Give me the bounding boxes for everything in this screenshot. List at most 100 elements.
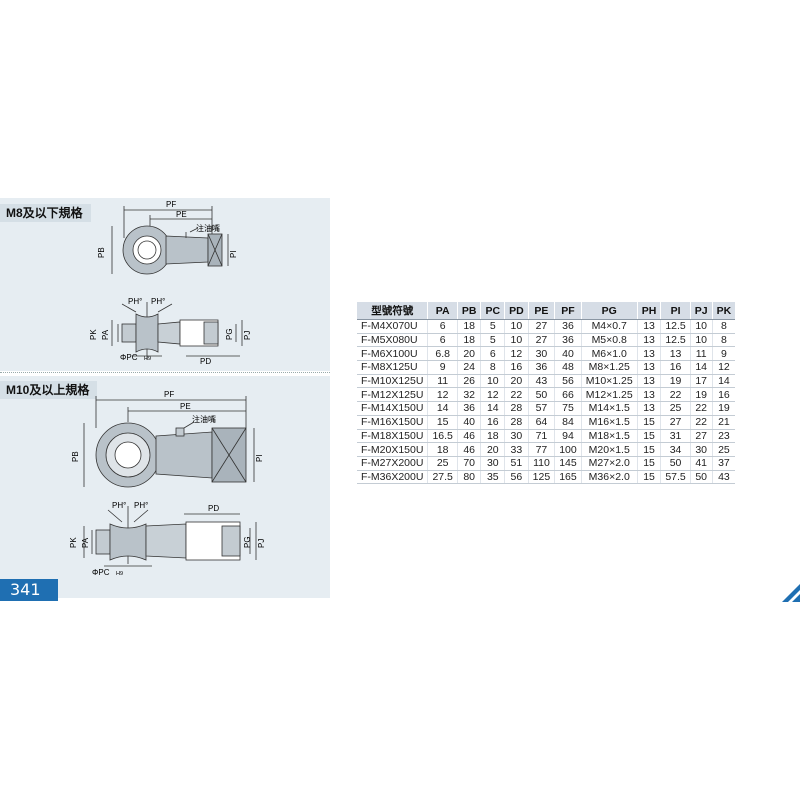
table-cell: 30 [689, 442, 713, 457]
table-cell: 8 [480, 360, 505, 375]
table-cell: 40 [554, 346, 582, 362]
large-rod-end-drawing: PF PE 注油嘴 PB PI PH° PH° PD PK PA PG PJ Φ… [69, 390, 266, 577]
table-cell: M10×1.25 [580, 374, 638, 389]
label-ph-left: PH° [112, 501, 126, 510]
table-cell: 28 [504, 415, 529, 430]
table-cell: 15 [636, 429, 661, 444]
table-cell: 35 [480, 470, 505, 485]
table-cell: 13 [636, 401, 661, 416]
label-pb: PB [97, 247, 106, 258]
table-cell: 21 [711, 415, 736, 430]
table-cell: 10 [689, 319, 713, 334]
model-code-cell: F-M10X125U [357, 374, 428, 389]
table-cell: 20 [456, 346, 481, 362]
section-title-large: M10及以上規格 [0, 381, 98, 399]
table-cell: M12×1.25 [580, 387, 638, 403]
table-cell: 22 [660, 387, 691, 403]
label-pb: PB [71, 451, 80, 462]
model-code-cell: F-M20X150U [357, 442, 428, 457]
table-cell: 14 [480, 401, 505, 416]
table-cell: 22 [504, 387, 529, 403]
table-cell: 14 [427, 401, 458, 416]
column-header: PH [636, 302, 661, 320]
table-cell: 22 [689, 415, 713, 430]
table-cell: 13 [636, 346, 661, 362]
table-cell: 25 [660, 401, 691, 416]
table-cell: 27 [660, 415, 691, 430]
label-pd: PD [200, 357, 211, 366]
table-cell: 13 [636, 333, 661, 348]
table-cell: 12 [480, 387, 505, 403]
label-pk: PK [69, 537, 78, 548]
label-pc: ΦPC [92, 568, 110, 577]
column-header: PD [504, 302, 529, 320]
table-cell: M5×0.8 [580, 333, 638, 348]
label-ph-right: PH° [151, 297, 165, 306]
table-cell: M6×1.0 [580, 346, 638, 362]
table-cell: 22 [689, 401, 713, 416]
small-rod-end-drawing: PF PE 注油嘴 PB PI PH° PH° PK PA PG PJ ΦPC … [89, 200, 252, 366]
table-cell: 57.5 [660, 470, 691, 485]
table-cell: 15 [427, 415, 458, 430]
table-cell: 6 [427, 319, 458, 334]
table-cell: M16×1.5 [580, 415, 638, 430]
table-cell: 15 [636, 415, 661, 430]
table-cell: M14×1.5 [580, 401, 638, 416]
column-header: PK [711, 302, 736, 320]
label-ph-right: PH° [134, 501, 148, 510]
table-cell: 13 [660, 346, 691, 362]
table-cell: 27 [527, 333, 555, 348]
table-cell: 50 [527, 387, 555, 403]
table-cell: 15 [636, 456, 661, 471]
table-cell: 36 [554, 319, 582, 334]
label-h9: H9 [116, 571, 123, 577]
label-h9: H9 [144, 356, 151, 362]
table-cell: 27.5 [427, 470, 458, 485]
table-cell: 11 [689, 346, 713, 362]
table-cell: 66 [554, 387, 582, 403]
column-header: PB [456, 302, 481, 320]
table-cell: 13 [636, 360, 661, 375]
label-grease-nipple: 注油嘴 [196, 223, 220, 233]
table-cell: 12 [427, 387, 458, 403]
table-cell: 77 [527, 442, 555, 457]
table-cell: 14 [711, 374, 736, 389]
table-cell: 48 [554, 360, 582, 375]
section-title-small: M8及以下規格 [0, 204, 91, 222]
table-cell: 100 [554, 442, 582, 457]
table-cell: 23 [711, 429, 736, 444]
label-pa: PA [101, 329, 110, 340]
label-pa: PA [81, 537, 90, 548]
table-cell: 51 [504, 456, 529, 471]
table-cell: 12 [711, 360, 736, 375]
model-code-cell: F-M18X150U [357, 429, 428, 444]
model-code-cell: F-M4X070U [357, 319, 428, 334]
table-cell: 20 [480, 442, 505, 457]
table-cell: 18 [480, 429, 505, 444]
table-cell: 32 [456, 387, 481, 403]
table-cell: 27 [689, 429, 713, 444]
table-cell: M36×2.0 [580, 470, 638, 485]
table-cell: 64 [527, 415, 555, 430]
table-cell: M4×0.7 [580, 319, 638, 334]
table-cell: 6 [427, 333, 458, 348]
table-cell: 71 [527, 429, 555, 444]
table-cell: 56 [504, 470, 529, 485]
table-cell: 31 [660, 429, 691, 444]
table-cell: 18 [456, 333, 481, 348]
table-cell: 30 [527, 346, 555, 362]
table-cell: 41 [689, 456, 713, 471]
table-cell: 37 [711, 456, 736, 471]
table-cell: 56 [554, 374, 582, 389]
column-header: PE [527, 302, 555, 320]
table-cell: 34 [660, 442, 691, 457]
model-code-cell: F-M27X200U [357, 456, 428, 471]
label-pe: PE [180, 402, 191, 411]
